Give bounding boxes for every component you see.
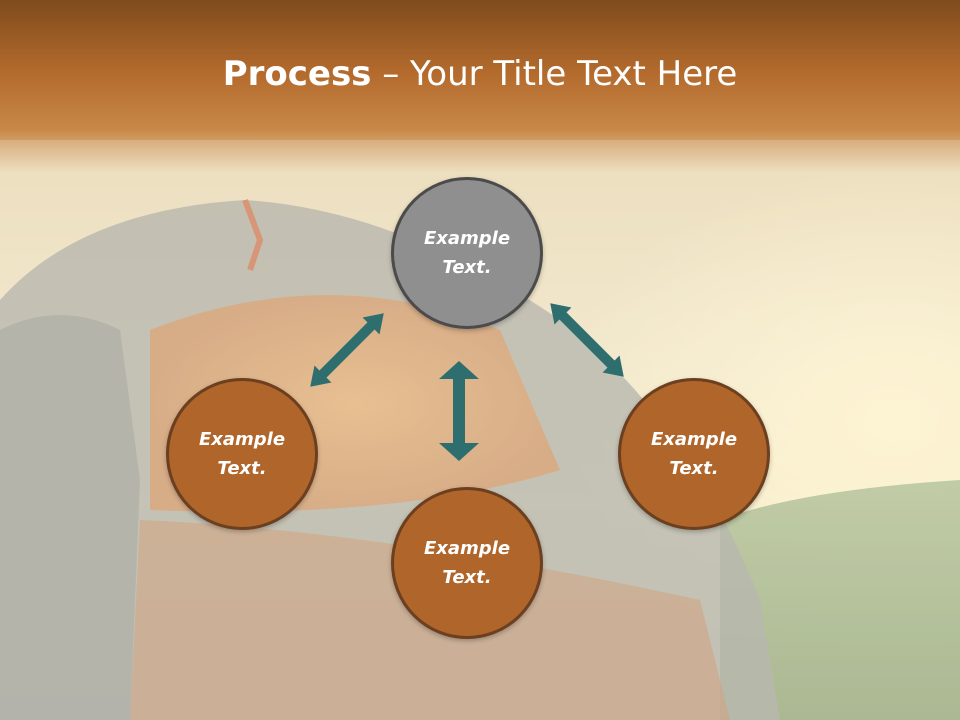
title-rest: – Your Title Text Here xyxy=(371,54,738,94)
process-node-left[interactable]: Example Text. xyxy=(166,378,318,530)
node-text-line1: Example xyxy=(423,228,511,249)
double-headed-arrow-icon xyxy=(550,303,624,377)
node-text-line2: Text. xyxy=(217,458,267,479)
double-headed-arrow-icon xyxy=(310,313,384,387)
node-text-line2: Text. xyxy=(442,257,492,278)
title-strong: Process xyxy=(222,54,372,94)
node-text-line1: Example xyxy=(650,429,738,450)
double-headed-arrow-icon xyxy=(439,361,479,461)
process-node-bottom[interactable]: Example Text. xyxy=(391,487,543,639)
node-text-line1: Example xyxy=(198,429,286,450)
node-text-line1: Example xyxy=(423,538,511,559)
process-node-right[interactable]: Example Text. xyxy=(618,378,770,530)
node-text-line2: Text. xyxy=(442,567,492,588)
node-text-line2: Text. xyxy=(669,458,719,479)
process-node-top[interactable]: Example Text. xyxy=(391,177,543,329)
slide-title: Process – Your Title Text Here xyxy=(0,52,960,96)
